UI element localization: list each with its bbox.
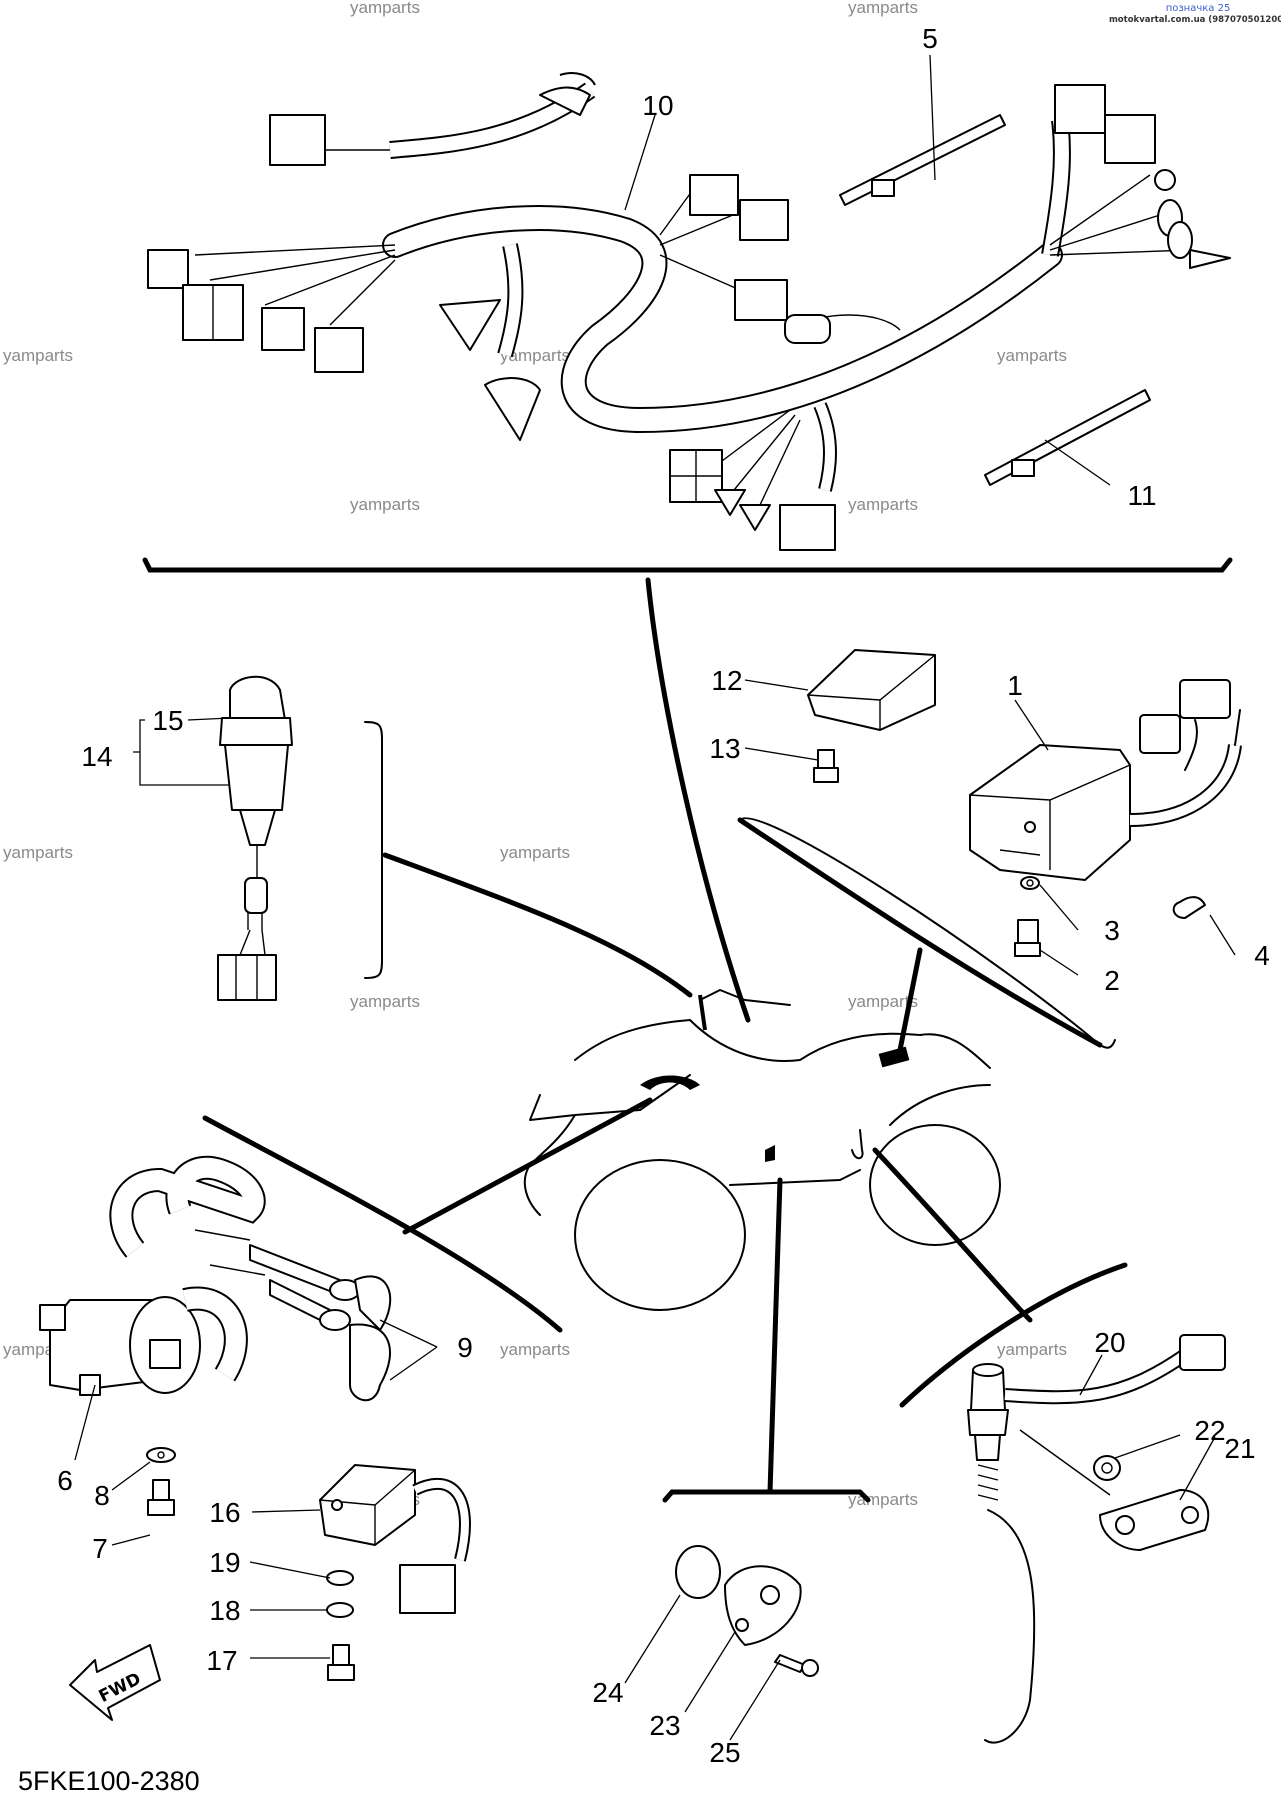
callout-12: 12 [711, 665, 742, 696]
watermark: yamparts [350, 992, 420, 1011]
harness-group-bracket [142, 557, 1233, 573]
callout-2: 2 [1104, 965, 1120, 996]
callout-21: 21 [1224, 1433, 1255, 1464]
brand-label[interactable]: позначка 25 [1166, 3, 1231, 14]
watermark: yamparts [848, 495, 918, 514]
watermark: yamparts [848, 992, 918, 1011]
sensor-group-leader [899, 1262, 1128, 1408]
callout-20: 20 [1094, 1327, 1125, 1358]
callout-leaders [74, 54, 1236, 1741]
watermark: yamparts [3, 346, 73, 365]
switch-group-leader [382, 852, 693, 998]
neutral-switch [675, 1545, 819, 1677]
relay-12 [807, 649, 936, 783]
diagram-code: 5FKE100-2380 [18, 1766, 200, 1796]
callout-24: 24 [592, 1677, 623, 1708]
harness-leader [645, 577, 751, 1023]
watermark: yamparts [500, 346, 570, 365]
watermark: yamparts [997, 346, 1067, 365]
ignition-coil [39, 1155, 392, 1516]
callout-4: 4 [1254, 940, 1270, 971]
sensor-to-atv [872, 1147, 1033, 1323]
fwd-arrow: FWD [69, 1644, 161, 1721]
wire-harness [147, 72, 1231, 551]
callout-1: 1 [1007, 670, 1023, 701]
callout-22: 22 [1194, 1415, 1225, 1446]
cable-tie-5 [839, 114, 1006, 206]
watermark: yamparts [997, 1340, 1067, 1359]
speed-sensor [967, 1334, 1226, 1744]
watermark: yamparts [848, 0, 918, 17]
rectifier-regulator [969, 679, 1242, 957]
callout-8: 8 [94, 1480, 110, 1511]
callout-15: 15 [152, 705, 183, 736]
callout-17: 17 [206, 1645, 237, 1676]
callout-18: 18 [209, 1595, 240, 1626]
watermark: yamparts [350, 0, 420, 17]
callouts: 1 2 3 4 5 6 7 8 9 10 11 12 13 14 15 16 1… [57, 23, 1270, 1768]
watermark: yamparts [3, 843, 73, 862]
rectifier-to-atv [897, 947, 923, 1053]
callout-25: 25 [709, 1737, 740, 1768]
callout-19: 19 [209, 1547, 240, 1578]
switch-group-bracket [364, 721, 383, 979]
coil-group-leader [202, 1115, 563, 1333]
main-switch [217, 675, 293, 1001]
watermark: yamparts [500, 843, 570, 862]
watermark: yamparts [500, 1340, 570, 1359]
callout-14: 14 [81, 741, 112, 772]
neutral-to-atv [767, 1177, 783, 1495]
rectifier-group-leader [737, 817, 1103, 1048]
callout-11: 11 [1127, 480, 1156, 511]
callout-10: 10 [642, 90, 673, 121]
callout-6: 6 [57, 1465, 73, 1496]
neutral-group-bracket [662, 1489, 871, 1503]
callout-9: 9 [457, 1332, 473, 1363]
site-label[interactable]: motokvartal.com.ua (987070501200) [1109, 15, 1281, 25]
cdi-unit-16 [319, 1464, 471, 1681]
watermarks: yamparts yamparts yamparts yamparts yamp… [3, 0, 1067, 1509]
callout-16: 16 [209, 1497, 240, 1528]
callout-3: 3 [1104, 915, 1120, 946]
callout-23: 23 [649, 1710, 680, 1741]
cable-tie-11 [984, 389, 1151, 486]
rectifier-group-bracket [739, 817, 1116, 1049]
watermark: yamparts [350, 495, 420, 514]
callout-13: 13 [709, 733, 740, 764]
coil-to-atv [402, 1097, 653, 1235]
callout-5: 5 [922, 23, 938, 54]
callout-7: 7 [92, 1533, 108, 1564]
atv-outline [523, 989, 1001, 1311]
